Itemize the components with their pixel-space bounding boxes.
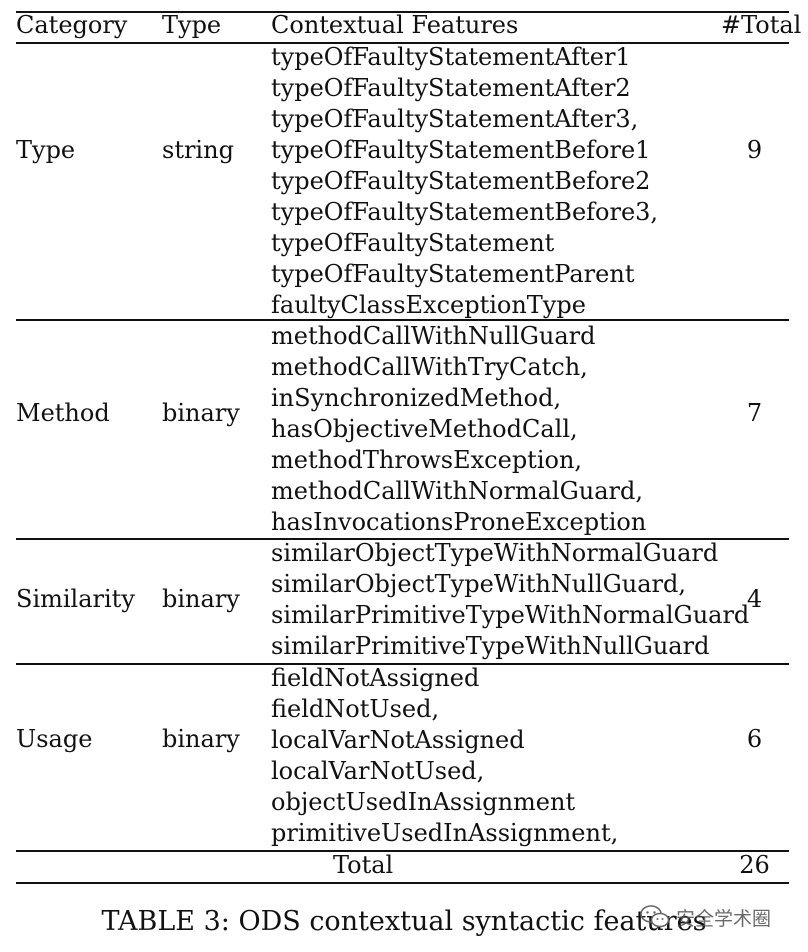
row-usage-category: Usage: [16, 725, 93, 753]
row-rule-type: [16, 319, 789, 321]
feature-item: typeOfFaultyStatementBefore2: [271, 167, 651, 195]
feature-item: hasObjectiveMethodCall,: [271, 415, 578, 443]
feature-item: similarObjectTypeWithNormalGuard: [271, 539, 719, 567]
feature-item: typeOfFaultyStatementAfter1: [271, 43, 631, 71]
row-type-features: typeOfFaultyStatementAfter1 typeOfFaulty…: [271, 42, 658, 321]
watermark-text: 安全学术圈: [676, 907, 772, 930]
header-rule: [16, 42, 789, 44]
header-type: Type: [162, 11, 222, 39]
table-caption: TABLE 3: ODS contextual syntactic featur…: [101, 906, 707, 937]
feature-item: localVarNotUsed,: [271, 757, 485, 785]
row-method-category: Method: [16, 399, 110, 427]
feature-item: similarPrimitiveTypeWithNormalGuard: [271, 601, 750, 629]
header-category: Category: [16, 11, 128, 39]
footer-total-label: Total: [333, 851, 394, 879]
row-similarity-type: binary: [162, 585, 240, 613]
feature-item: methodCallWithNullGuard: [271, 322, 596, 350]
feature-item: similarObjectTypeWithNullGuard,: [271, 570, 687, 598]
row-type-total: 9: [746, 136, 763, 164]
row-rule-method: [16, 538, 789, 540]
feature-item: similarPrimitiveTypeWithNullGuard: [271, 632, 710, 660]
row-usage-features: fieldNotAssigned fieldNotUsed, localVarN…: [271, 663, 618, 849]
feature-item: typeOfFaultyStatementParent: [271, 260, 635, 288]
bottom-rule: [16, 882, 789, 884]
feature-item: primitiveUsedInAssignment,: [271, 819, 619, 847]
feature-item: hasInvocationsProneException: [271, 508, 647, 536]
feature-item: faultyClassExceptionType: [271, 291, 586, 319]
feature-item: typeOfFaultyStatementAfter3,: [271, 105, 639, 133]
feature-item: typeOfFaultyStatementBefore1: [271, 136, 651, 164]
top-rule: [16, 11, 789, 13]
row-method-type: binary: [162, 399, 240, 427]
feature-item: methodCallWithTryCatch,: [271, 353, 588, 381]
row-similarity-category: Similarity: [16, 585, 135, 613]
feature-item: methodCallWithNormalGuard,: [271, 477, 643, 505]
header-features: Contextual Features: [271, 11, 519, 39]
row-usage-type: binary: [162, 725, 240, 753]
row-usage-total: 6: [746, 725, 763, 753]
feature-item: methodThrowsException,: [271, 446, 583, 474]
feature-item: localVarNotAssigned: [271, 726, 525, 754]
footer-total-value: 26: [739, 851, 770, 879]
feature-item: inSynchronizedMethod,: [271, 384, 562, 412]
feature-item: typeOfFaultyStatement: [271, 229, 555, 257]
row-method-total: 7: [746, 399, 763, 427]
feature-item: typeOfFaultyStatementBefore3,: [271, 198, 659, 226]
row-type-category: Type: [16, 136, 76, 164]
row-rule-similarity: [16, 663, 789, 665]
row-type-type: string: [162, 136, 234, 164]
feature-item: typeOfFaultyStatementAfter2: [271, 74, 631, 102]
watermark: 安全学术圈: [640, 900, 771, 934]
row-method-features: methodCallWithNullGuard methodCallWithTr…: [271, 321, 646, 538]
feature-item: fieldNotUsed,: [271, 695, 440, 723]
header-total: #Total: [721, 11, 802, 39]
wechat-icon: [640, 905, 670, 928]
row-similarity-total: 4: [746, 585, 763, 613]
row-rule-usage: [16, 850, 789, 852]
feature-item: objectUsedInAssignment: [271, 788, 576, 816]
feature-item: fieldNotAssigned: [271, 664, 480, 692]
row-similarity-features: similarObjectTypeWithNormalGuard similar…: [271, 538, 749, 662]
